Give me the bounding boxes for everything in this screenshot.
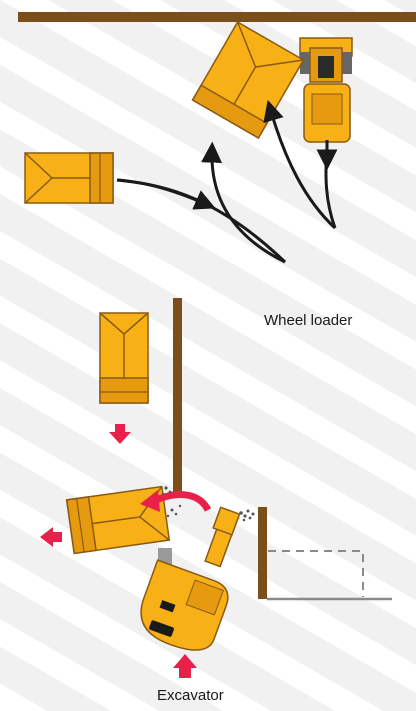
wheel-loader-icon [299,37,353,143]
left-arrow-icon [40,527,62,547]
divider-wall [173,298,182,496]
wheel-loader-label: Wheel loader [264,312,352,329]
dump-truck-icon [99,312,149,404]
stockpile-area [267,550,392,601]
excavator-icon [140,506,241,651]
swing-arrow-icon [140,490,212,512]
dump-truck-icon [24,152,114,204]
travel-path-arrows [116,99,338,264]
down-arrow-icon [109,424,131,444]
excavator-label: Excavator [157,687,224,704]
top-wall [18,12,416,22]
dump-truck-icon [191,21,305,139]
up-arrow-icon [173,654,197,678]
bench-wall [258,507,267,599]
